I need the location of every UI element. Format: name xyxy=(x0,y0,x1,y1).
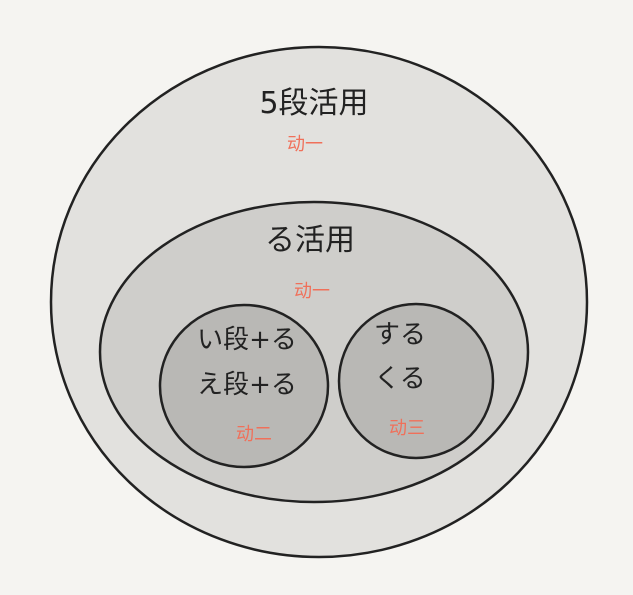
left-inner-line1: い段+る xyxy=(197,325,297,355)
middle-title: る活用 xyxy=(265,223,355,258)
outer-tag: 动一 xyxy=(287,134,323,155)
middle-tag: 动一 xyxy=(294,281,330,302)
left-inner-line2: え段+る xyxy=(197,370,297,400)
right-inner-tag: 动三 xyxy=(389,418,425,439)
outer-title: 5段活用 xyxy=(259,86,368,121)
left-inner-circle xyxy=(158,303,330,469)
left-inner-tag: 动二 xyxy=(236,424,272,445)
right-inner-line2: くる xyxy=(374,364,425,394)
right-inner-line1: する xyxy=(374,320,426,350)
right-inner-circle xyxy=(337,302,495,460)
